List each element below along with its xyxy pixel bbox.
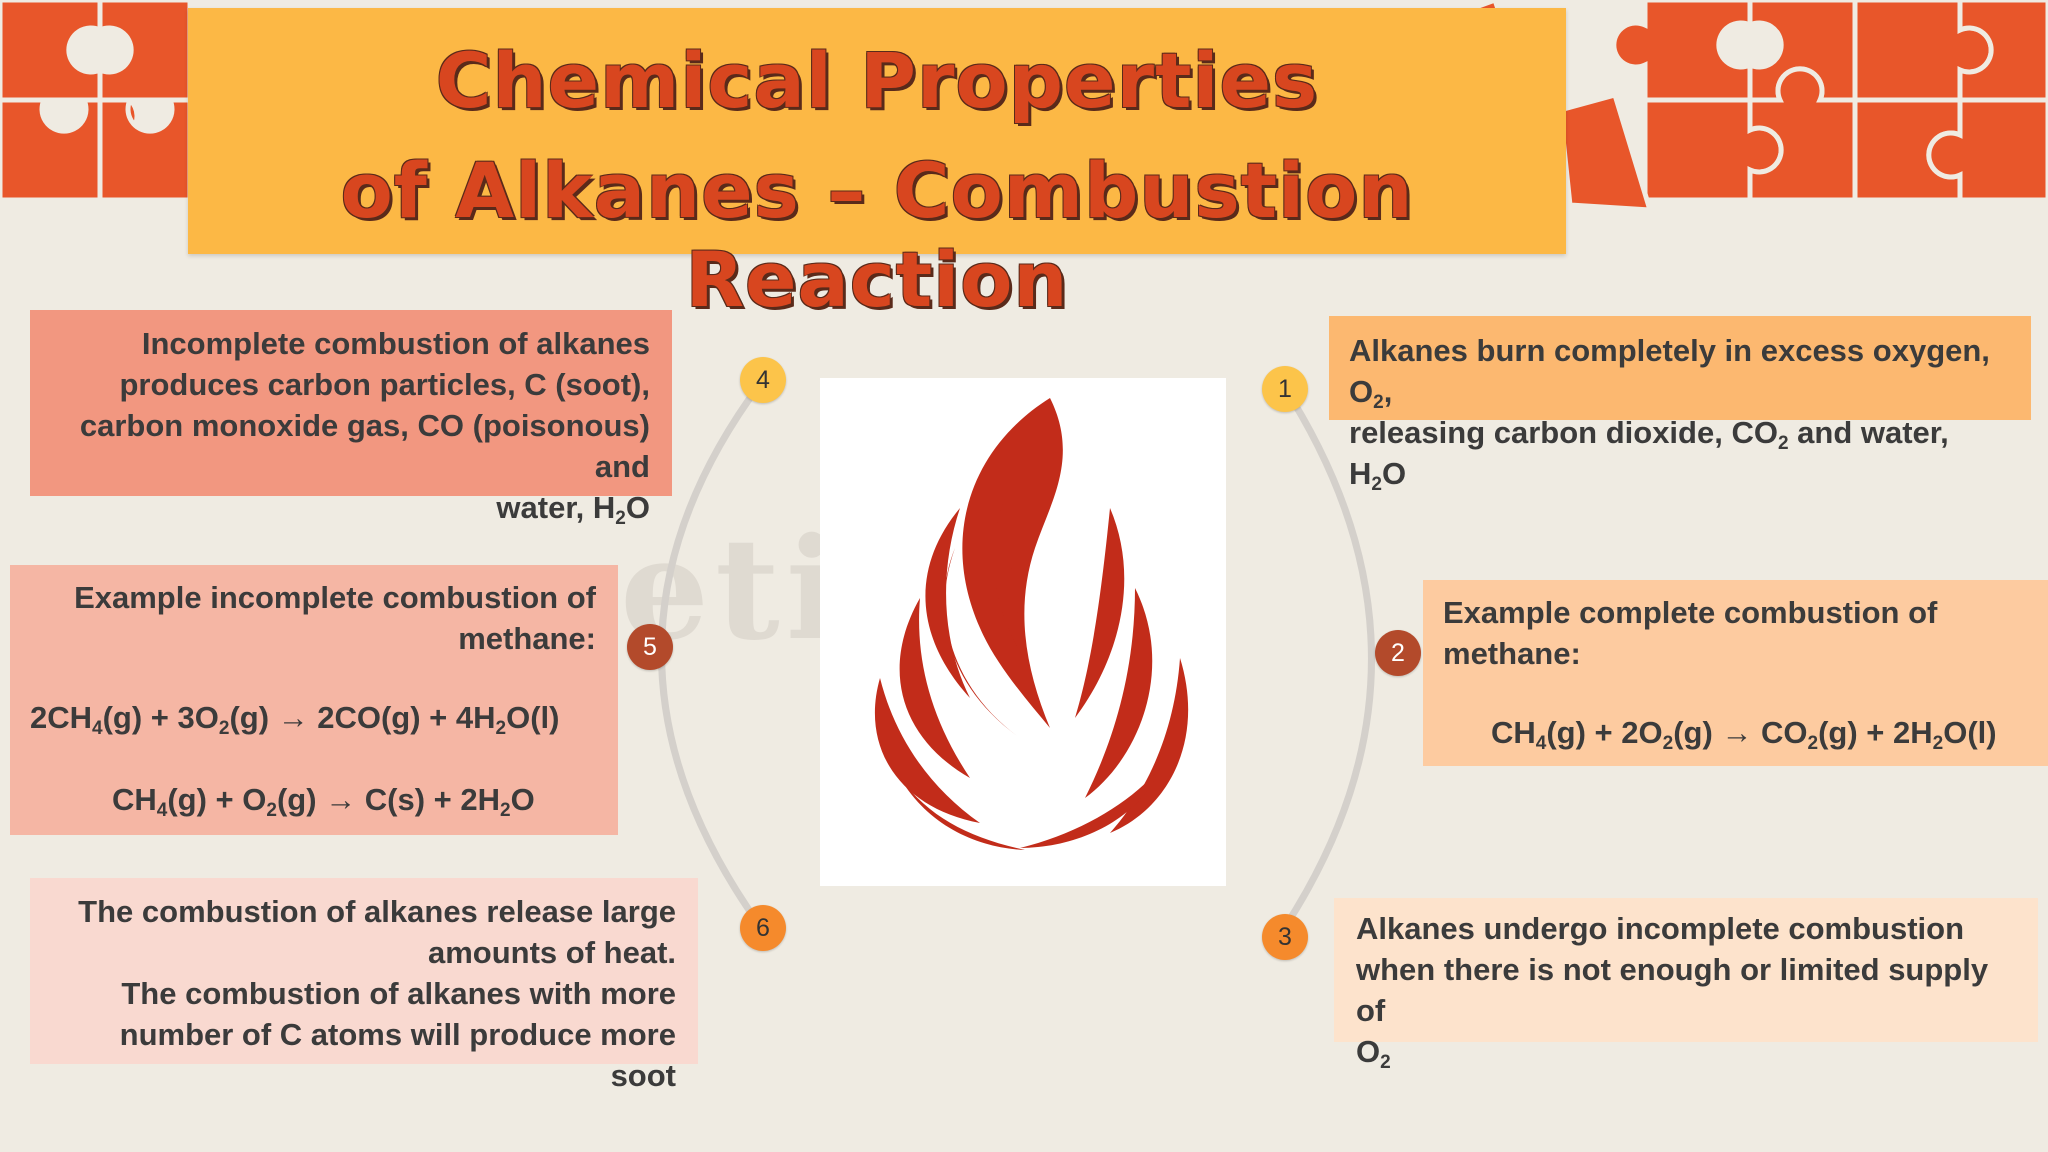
box1-text-d: O — [1381, 456, 1407, 491]
title-line-1: Chemical Properties — [435, 36, 1319, 125]
eq-part: O(l) — [1943, 715, 1997, 750]
eq-sub: 2 — [1807, 733, 1819, 754]
box5-equation-2: CH4(g) + O2(g) → C(s) + 2H2O — [112, 779, 535, 820]
step-number-5: 5 — [627, 624, 673, 670]
box6-line-2: amounts of heat. — [427, 935, 676, 970]
box2-heading-2: methane: — [1443, 636, 1581, 671]
box1-sub-a: 2 — [1373, 392, 1384, 413]
eq-sub: 2 — [495, 718, 507, 739]
box2-heading-1: Example complete combustion of — [1443, 595, 1938, 630]
box4-line-4: water, H — [496, 490, 616, 525]
step-number-2: 2 — [1375, 630, 1421, 676]
step-1-box: Alkanes burn completely in excess oxygen… — [1329, 316, 2031, 494]
eq-sub: 2 — [266, 800, 277, 821]
eq-part: CH — [1491, 715, 1536, 750]
box6-line-1: The combustion of alkanes release large — [78, 894, 676, 929]
step-number-1: 1 — [1262, 366, 1308, 412]
eq-part: (g) → C(s) + 2H — [276, 782, 501, 817]
box1-text-a: Alkanes burn completely in excess oxygen… — [1349, 333, 1990, 409]
title-banner: Chemical Properties of Alkanes – Combust… — [188, 8, 1566, 324]
puzzle-left-icon — [0, 0, 193, 203]
box5-heading-1: Example incomplete combustion of — [74, 580, 596, 615]
box3-line-3: O — [1356, 1034, 1381, 1069]
step-number-3: 3 — [1262, 914, 1308, 960]
eq-part: (g) → CO — [1673, 715, 1808, 750]
eq-part: O(l) — [506, 700, 560, 735]
box4-line-2: produces carbon particles, C (soot), — [119, 367, 650, 402]
box2-equation: CH4(g) + 2O2(g) → CO2(g) + 2H2O(l) — [1491, 712, 1997, 753]
step-number-4: 4 — [740, 357, 786, 403]
eq-sub: 2 — [218, 718, 230, 739]
eq-sub: 2 — [500, 800, 511, 821]
eq-part: (g) → 2CO(g) + 4H — [229, 700, 496, 735]
eq-part: (g) + 2H — [1818, 715, 1933, 750]
left-arc — [658, 377, 766, 933]
box3-line-2: when there is not enough or limited supp… — [1356, 952, 1989, 1028]
box1-text-b: releasing carbon dioxide, CO — [1349, 415, 1778, 450]
step-2-box: Example complete combustion of methane: … — [1423, 580, 2048, 766]
flame-icon — [874, 398, 1189, 850]
box1-text-c: and water, H — [1349, 415, 1949, 491]
puzzle-right-icon — [1439, 0, 2048, 213]
title-line-2: of Alkanes – Combustion Reaction — [340, 146, 1414, 324]
eq-part: CH — [112, 782, 157, 817]
box4-line-1: Incomplete combustion of alkanes — [141, 326, 650, 361]
eq-sub: 4 — [92, 718, 103, 739]
eq-sub: 4 — [156, 800, 168, 821]
box1-sub-b: 2 — [1777, 433, 1789, 454]
eq-sub: 2 — [1662, 733, 1674, 754]
box3-line-1: Alkanes undergo incomplete combustion — [1356, 911, 1965, 946]
eq-part: 2CH — [30, 700, 93, 735]
puzzle-decoration — [0, 0, 2048, 213]
eq-part: (g) + 2O — [1546, 715, 1663, 750]
eq-sub: 2 — [1932, 733, 1944, 754]
right-arc — [1280, 383, 1375, 932]
box4-line-3: carbon monoxide gas, CO (poisonous) and — [79, 408, 650, 484]
box5-equation-1: 2CH4(g) + 3O2(g) → 2CO(g) + 4H2O(l) — [30, 697, 559, 738]
step-3-box: Alkanes undergo incomplete combustion wh… — [1334, 898, 2038, 1072]
eq-part: (g) + O — [167, 782, 267, 817]
eq-part: O — [510, 782, 535, 817]
step-number-6: 6 — [740, 905, 786, 951]
eq-part: (g) + 3O — [102, 700, 219, 735]
box1-sub-c: 2 — [1371, 474, 1382, 495]
flame-image — [820, 378, 1226, 886]
eq-sub: 4 — [1535, 733, 1547, 754]
step-5-box: Example incomplete combustion of methane… — [10, 565, 618, 835]
box1-text-a-end: , — [1383, 374, 1393, 409]
box3-sub: 2 — [1380, 1052, 1391, 1073]
box4-sub: 2 — [615, 508, 626, 529]
step-6-box: The combustion of alkanes release large … — [30, 878, 698, 1093]
box4-line-4-end: O — [625, 490, 650, 525]
box6-line-3: The combustion of alkanes with more — [121, 976, 676, 1011]
box5-heading-2: methane: — [458, 621, 596, 656]
step-4-box: Incomplete combustion of alkanes produce… — [30, 310, 672, 528]
box6-line-4: number of C atoms will produce more soot — [119, 1017, 676, 1093]
